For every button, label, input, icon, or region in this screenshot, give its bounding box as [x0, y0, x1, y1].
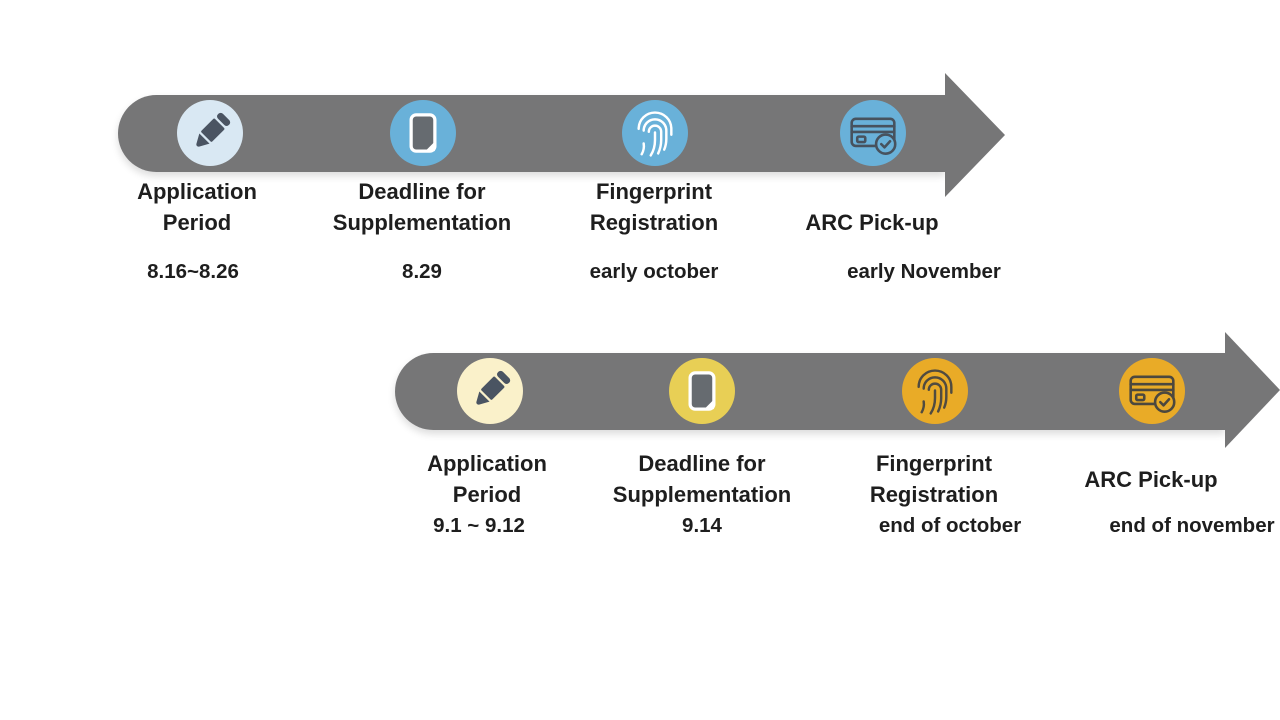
step-title: Fingerprint Registration — [524, 176, 784, 238]
step-date: 8.29 — [402, 260, 442, 283]
step-title: Deadline for Supplementation — [572, 448, 832, 510]
step-title-line: Period — [162, 210, 232, 235]
step-circle — [1119, 358, 1185, 424]
step-date: 8.16~8.26 — [147, 260, 239, 283]
step-circle — [457, 358, 523, 424]
step-title: ARC Pick-up — [742, 176, 1002, 238]
pencil-icon — [476, 370, 511, 405]
step-title-line: Registration — [589, 210, 719, 235]
step-title-line: Fingerprint — [595, 179, 713, 204]
step-title-line: Supplementation — [332, 210, 512, 235]
step-date: 9.14 — [682, 514, 722, 537]
step-title: Deadline for Supplementation — [292, 176, 552, 238]
step-date: end of november — [1109, 514, 1275, 537]
step-title-line: Deadline for — [638, 451, 766, 476]
step-date: end of october — [878, 514, 1022, 537]
step-date: early october — [589, 260, 719, 283]
step-title: ARC Pick-up — [1021, 448, 1280, 510]
step-title-line: Supplementation — [612, 482, 792, 507]
step-title: Application Period — [357, 448, 617, 510]
step-title: Application Period — [67, 176, 327, 238]
step-circle — [669, 358, 735, 424]
document-icon — [409, 113, 437, 153]
step-title: Fingerprint Registration — [804, 448, 1064, 510]
step-title-line: Application — [427, 451, 547, 476]
document-icon — [688, 371, 716, 411]
timeline-bar — [118, 95, 945, 172]
pencil-icon — [196, 112, 231, 147]
step-date: 9.1 ~ 9.12 — [433, 514, 525, 537]
step-circle — [390, 100, 456, 166]
fingerprint-icon — [917, 369, 953, 415]
card-check-icon — [850, 117, 897, 155]
step-circle — [840, 100, 906, 166]
arrow-right-icon — [1225, 332, 1280, 448]
step-title-line: Deadline for — [358, 179, 486, 204]
card-check-icon — [1129, 375, 1176, 413]
step-title-line: Period — [452, 482, 522, 507]
step-title-line: Fingerprint — [875, 451, 993, 476]
step-date: early November — [847, 260, 1001, 283]
step-title-line: Application — [137, 179, 257, 204]
step-title-line: ARC Pick-up — [1084, 466, 1218, 492]
step-title-line: ARC Pick-up — [805, 210, 939, 235]
step-circle — [902, 358, 968, 424]
fingerprint-icon — [637, 111, 673, 157]
step-circle — [177, 100, 243, 166]
timeline-bar — [395, 353, 1225, 430]
step-title-line: Registration — [869, 482, 999, 507]
step-circle — [622, 100, 688, 166]
